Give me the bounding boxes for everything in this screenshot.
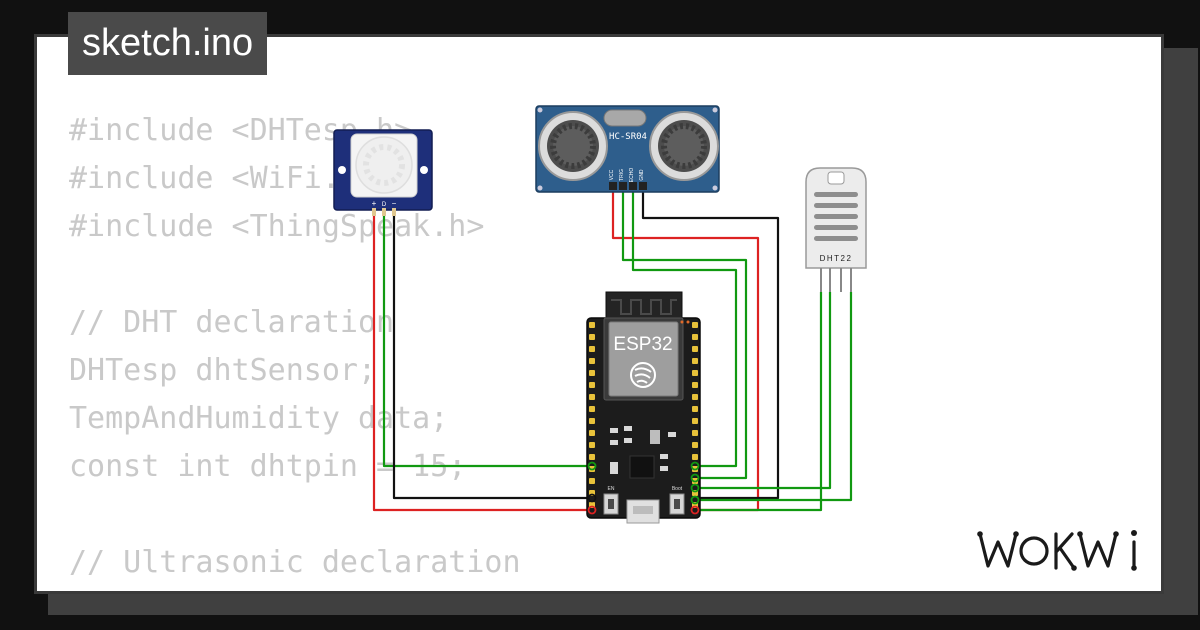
pin-label-trig: TRIG: [619, 169, 625, 181]
wire-pir-vcc[interactable]: [372, 212, 592, 512]
transducer-right: [649, 111, 719, 181]
esp32-smd-components: [610, 320, 690, 479]
dht22-legs: [820, 268, 852, 292]
pir-pin-vcc-label: +: [372, 199, 377, 208]
wire-pir-gnd[interactable]: [392, 212, 592, 500]
dht22-sensor[interactable]: DHT22: [805, 167, 867, 292]
code-line: #include <ThingSpeak.h>: [69, 209, 485, 244]
hcsr04-sensor[interactable]: HC-SR04 VCC TRIG ECHO GND: [535, 105, 720, 193]
pin-label-gnd: GND: [639, 169, 645, 181]
boot-button[interactable]: [669, 493, 685, 515]
en-button[interactable]: [603, 493, 619, 515]
wire-hcsr04-echo[interactable]: [631, 192, 738, 468]
dht22-label: DHT22: [820, 254, 853, 263]
wire-hcsr04-trig[interactable]: [621, 192, 748, 480]
hcsr04-model-label: HC-SR04: [609, 132, 647, 142]
esp32-chip-label: ESP32: [613, 334, 672, 355]
esp32-right-pins: [692, 322, 698, 508]
code-line: // DHT declaration: [69, 305, 395, 340]
code-line: // Ultrasonic declaration: [69, 545, 521, 580]
en-button-label: EN: [608, 486, 615, 492]
wire-dht-1[interactable]: [692, 292, 823, 512]
pir-pin-data-label: D: [382, 202, 387, 208]
code-editor[interactable]: #include <DHTesp.h>#include <WiFi.h>#inc…: [69, 107, 521, 587]
hcsr04-header-pins: [609, 182, 647, 190]
pin-label-echo: ECHO: [629, 168, 635, 183]
pin-label-vcc: VCC: [609, 169, 615, 180]
code-line: TempAndHumidity data;: [69, 401, 449, 436]
wires: [372, 192, 853, 512]
wire-dht-2[interactable]: [692, 292, 832, 490]
esp32-left-pins: [589, 322, 595, 508]
code-line: DHTesp dhtSensor;: [69, 353, 377, 388]
transducer-left: [538, 111, 608, 181]
wire-pir-data[interactable]: [382, 212, 592, 468]
pir-pin-gnd-label: −: [392, 199, 397, 208]
code-line: const int dhtpin = 15;: [69, 449, 467, 484]
dht22-grille: [814, 192, 858, 241]
espressif-logo-icon: [630, 362, 656, 388]
file-tab[interactable]: sketch.ino: [68, 12, 268, 75]
pir-sensor[interactable]: + D −: [333, 129, 433, 216]
esp32-connected-pins: [587, 461, 700, 515]
esp32-board[interactable]: ESP32: [586, 291, 701, 524]
wire-dht-4[interactable]: [692, 292, 853, 502]
boot-button-label: Boot: [672, 486, 683, 492]
pir-header-pins: [372, 208, 396, 216]
wokwi-logo: [977, 530, 1137, 571]
wire-hcsr04-gnd[interactable]: [641, 192, 780, 500]
